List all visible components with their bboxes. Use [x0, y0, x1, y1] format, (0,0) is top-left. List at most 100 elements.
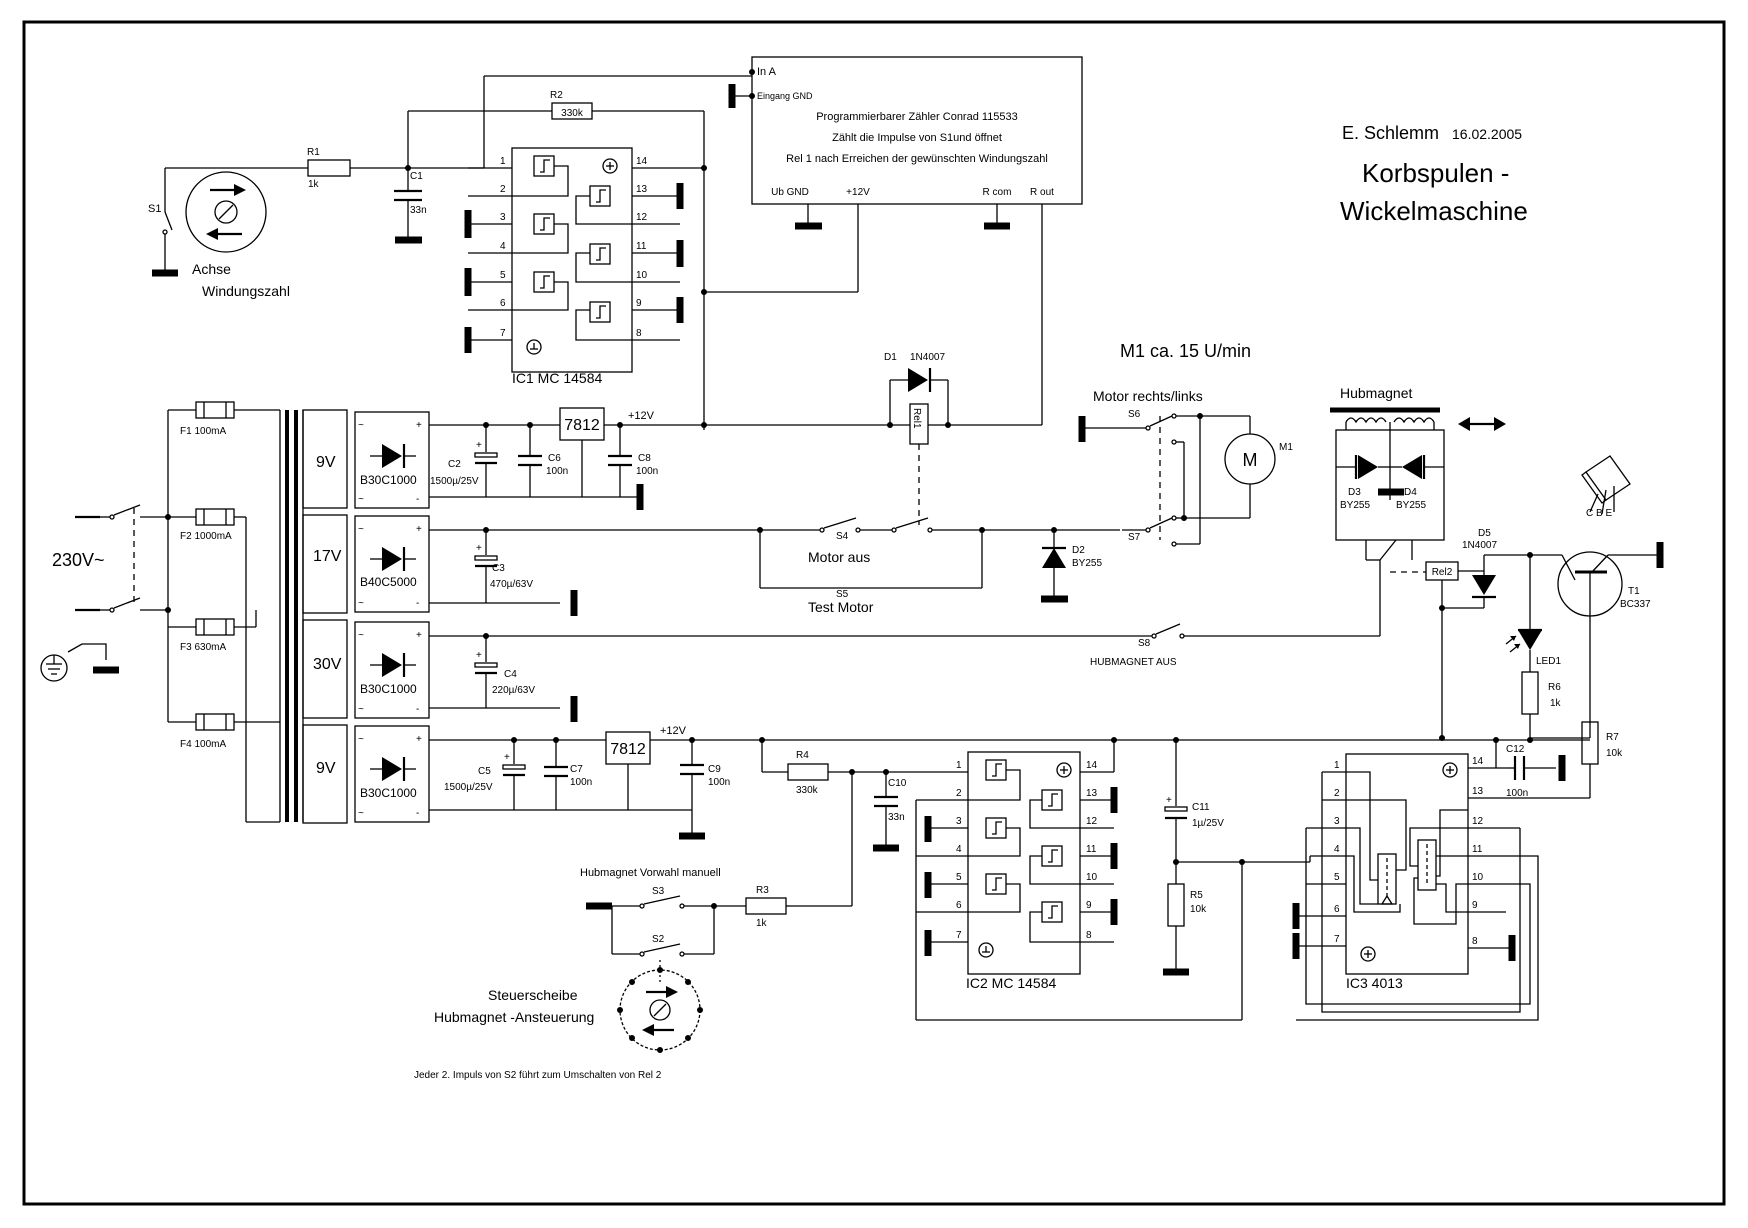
svg-text:9: 9 — [1086, 900, 1092, 911]
s3-label: S3 — [652, 886, 665, 897]
c10-label: C10 — [888, 778, 907, 789]
svg-text:14: 14 — [1086, 760, 1098, 771]
c5-value: 1500µ/25V — [444, 782, 493, 793]
svg-text:6: 6 — [956, 900, 962, 911]
fuses-transformer: F1 100mA F2 1000mA F3 630mA F4 100mA 9V … — [167, 401, 348, 824]
ic2-label: IC2 MC 14584 — [966, 975, 1056, 991]
svg-text:10: 10 — [1086, 872, 1098, 883]
ansteuerung-label: Hubmagnet -Ansteuerung — [434, 1009, 594, 1025]
svg-text:8: 8 — [1086, 930, 1092, 941]
c1-value: 33n — [410, 205, 427, 216]
r5-label: R5 — [1190, 890, 1203, 901]
author-label: E. Schlemm — [1342, 123, 1439, 143]
plus12-bottom: +12V — [660, 725, 687, 737]
d4-value: BY255 — [1396, 500, 1426, 511]
ic1-chip: 1 2 3 4 5 6 7 14 13 12 11 10 9 8 IC1 MC … — [464, 147, 858, 386]
d3-value: BY255 — [1340, 500, 1370, 511]
motor-section: M1 ca. 15 U/min Motor rechts/links S6 S7… — [1078, 341, 1293, 547]
d1-rel1: Rel1 D1 1N4007 — [884, 352, 1042, 525]
svg-text:4: 4 — [500, 241, 506, 252]
c2-label: C2 — [448, 459, 461, 470]
svg-text:12: 12 — [636, 212, 648, 223]
c9-label: C9 — [708, 764, 721, 775]
svg-text:13: 13 — [636, 184, 648, 195]
svg-text:-: - — [416, 598, 419, 609]
svg-text:~: ~ — [358, 524, 364, 535]
s1-label: S1 — [148, 203, 161, 215]
plus12-top: +12V — [628, 410, 655, 422]
v2-label: 17V — [313, 548, 342, 565]
svg-text:1: 1 — [1334, 760, 1340, 771]
v3-label: 30V — [313, 656, 342, 673]
hubmagnet-section: Hubmagnet D3 BY255 D4 BY255 Rel2 — [1330, 385, 1664, 790]
s2-label: S2 — [652, 934, 665, 945]
b2-label: B40C5000 — [360, 575, 417, 589]
svg-text:11: 11 — [1472, 844, 1483, 855]
mains-input: 230V~ — [40, 504, 171, 682]
b4-label: B30C1000 — [360, 786, 417, 800]
c3-value: 470µ/63V — [490, 579, 533, 590]
svg-text:13: 13 — [1086, 788, 1098, 799]
svg-text:1: 1 — [956, 760, 962, 771]
f4-label: F4 100mA — [180, 739, 226, 750]
c8-label: C8 — [638, 453, 651, 464]
svg-text:7: 7 — [956, 930, 962, 941]
motor-rl-label: Motor rechts/links — [1093, 388, 1203, 404]
title-line2: Wickelmaschine — [1340, 196, 1528, 226]
r5-value: 10k — [1190, 904, 1207, 915]
svg-text:+: + — [504, 752, 510, 763]
r6-label: R6 — [1548, 682, 1561, 693]
c11-r5-network: + C11 1µ/25V R5 10k — [1163, 740, 1310, 1020]
svg-text:8: 8 — [636, 328, 642, 339]
vorwahl-label: Hubmagnet Vorwahl manuell — [580, 867, 721, 879]
svg-text:5: 5 — [956, 872, 962, 883]
svg-text:5: 5 — [500, 270, 506, 281]
f1-label: F1 100mA — [180, 426, 226, 437]
d4-label: D4 — [1404, 487, 1417, 498]
f2-label: F2 1000mA — [180, 531, 232, 542]
svg-text:+: + — [476, 440, 482, 451]
c4-label: C4 — [504, 669, 517, 680]
svg-text:1: 1 — [500, 156, 506, 167]
ic2-chip: 1 2 3 4 5 6 7 14 13 12 11 10 9 8 IC2 MC … — [915, 740, 1242, 1021]
svg-text:7: 7 — [1334, 934, 1340, 945]
svg-text:+: + — [1166, 795, 1172, 806]
svg-text:9: 9 — [1472, 900, 1478, 911]
svg-text:4: 4 — [956, 844, 962, 855]
svg-text:7: 7 — [500, 328, 506, 339]
svg-text:-: - — [416, 704, 419, 715]
svg-text:+: + — [476, 543, 482, 554]
svg-text:11: 11 — [636, 241, 647, 252]
s7-label: S7 — [1128, 532, 1141, 543]
r7-value: 10k — [1606, 748, 1623, 759]
title-line1: Korbspulen - — [1362, 158, 1509, 188]
achse-label: Achse — [192, 261, 231, 277]
svg-text:~: ~ — [358, 808, 364, 819]
r1-value: 1k — [308, 179, 320, 190]
c7-label: C7 — [570, 764, 583, 775]
supply-rail-3: + C4 220µ/63V S8 HUBMAGNET AUS — [429, 560, 1381, 722]
svg-text:2: 2 — [500, 184, 506, 195]
date-label: 16.02.2005 — [1452, 126, 1522, 142]
reg-top-label: 7812 — [564, 417, 600, 434]
svg-text:2: 2 — [956, 788, 962, 799]
svg-text:12: 12 — [1472, 816, 1484, 827]
mains-label: 230V~ — [52, 550, 105, 570]
f3-label: F3 630mA — [180, 642, 226, 653]
s6-label: S6 — [1128, 409, 1141, 420]
c4-value: 220µ/63V — [492, 685, 535, 696]
c8-value: 100n — [636, 466, 658, 477]
svg-text:+: + — [416, 420, 422, 431]
c3-label: C3 — [492, 563, 505, 574]
ic3-label: IC3 4013 — [1346, 975, 1403, 991]
supply-rail-4: + 7812 +12V C5 1500µ/25V C7 100n C9 100n — [429, 722, 1591, 840]
supply-rail-1: + 7812 +12V C2 1500µ/25V C6 100n C8 100n — [429, 407, 890, 510]
svg-text:6: 6 — [1334, 904, 1340, 915]
test-motor-label: Test Motor — [808, 599, 874, 615]
d5-value: 1N4007 — [1462, 540, 1497, 551]
svg-text:~: ~ — [358, 734, 364, 745]
c11-label: C11 — [1192, 802, 1210, 813]
s8-label: S8 — [1138, 638, 1151, 649]
svg-text:8: 8 — [1472, 936, 1478, 947]
bridge-rectifiers: B30C1000 B40C5000 B30C1000 B30C1000 ~+~-… — [354, 411, 430, 823]
